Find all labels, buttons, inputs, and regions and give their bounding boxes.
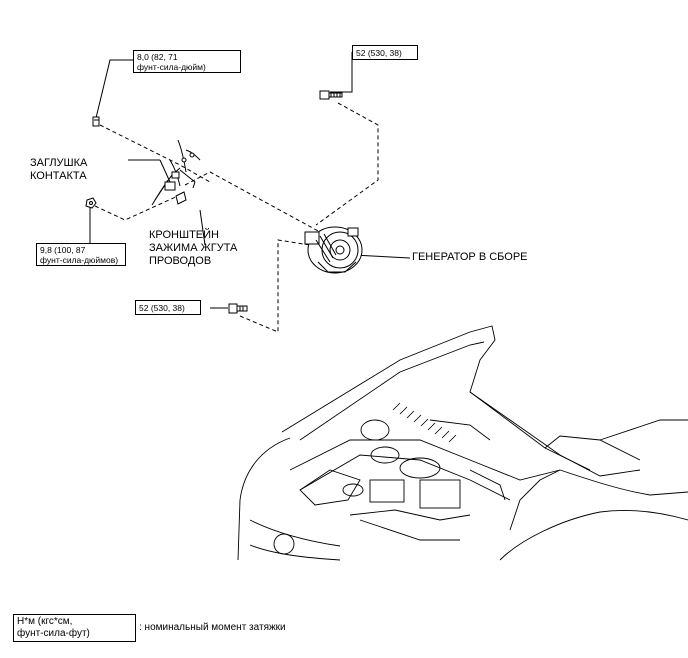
dashed-guide-lines	[94, 102, 379, 333]
connector-plug-label: ЗАГЛУШКА КОНТАКТА	[30, 157, 88, 182]
car-illustration	[237, 325, 688, 561]
legend-unit-line2: фунт-сила-фут)	[17, 628, 90, 639]
torque-value: 8,0 (82, 71	[137, 52, 178, 62]
torque-spec-box: 52 (530, 38)	[352, 45, 418, 60]
torque-value: 52 (530, 38)	[139, 303, 185, 313]
torque-spec-box: 52 (530, 38)	[135, 300, 201, 315]
harness-bracket-label: КРОНШТЕЙН ЗАЖИМА ЖГУТА ПРОВОДОВ	[149, 229, 238, 267]
torque-unit: фунт-сила-дюйм)	[137, 62, 206, 72]
legend-unit-box: Н*м (кгс*см, фунт-сила-фут)	[13, 614, 136, 642]
generator-drawing	[304, 226, 363, 274]
harness-bracket-drawing	[151, 139, 201, 206]
torque-spec-box: 8,0 (82, 71 фунт-сила-дюйм)	[133, 50, 241, 73]
leader-lines	[89, 52, 411, 309]
torque-value: 52 (530, 38)	[356, 48, 402, 58]
torque-spec-box: 9,8 (100, 87 фунт-сила-дюймов)	[36, 243, 126, 266]
torque-value: 9,8 (100, 87	[40, 245, 86, 255]
bolt-bottom	[228, 303, 248, 314]
legend-unit-line1: Н*м (кгс*см,	[17, 616, 73, 627]
torque-unit: фунт-сила-дюймов)	[40, 255, 119, 265]
bolt-small-top	[92, 116, 100, 127]
legend-description: : номинальный момент затяжки	[139, 622, 286, 633]
generator-label: ГЕНЕРАТОР В СБОРЕ	[412, 251, 528, 263]
bolt-top-right	[319, 90, 343, 100]
nut-left	[85, 197, 97, 209]
